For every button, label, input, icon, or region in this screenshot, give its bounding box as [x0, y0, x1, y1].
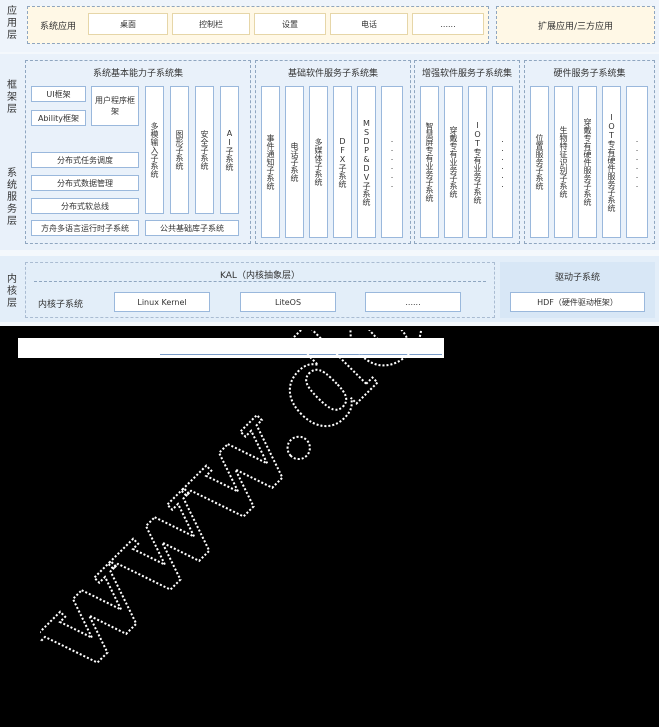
kernel-subsystem-container	[25, 262, 495, 318]
distributed-soft-bus: 分布式软总线	[31, 198, 139, 214]
kal-divider	[34, 281, 486, 282]
enhanced-software-title: 增强软件服务子系统集	[421, 69, 512, 79]
iot-business-subsystem: IOT专有业务子系统	[468, 86, 487, 238]
multimedia-subsystem: 多媒体子系统	[309, 86, 328, 238]
biometrics-subsystem: 生物特征识别子系统	[554, 86, 573, 238]
wearable-business-subsystem: 穿戴专有业务子系统	[444, 86, 463, 238]
app-phone: 电话	[330, 13, 408, 35]
basic-capability-set	[25, 60, 251, 244]
app-settings: 设置	[254, 13, 326, 35]
basic-software-more: ......	[381, 86, 403, 238]
driver-subsystem-label: 驱动子系统	[554, 273, 600, 283]
dfx-subsystem: DFX子系统	[333, 86, 352, 238]
telephony-subsystem: 电话子系统	[285, 86, 304, 238]
watermark: www.doit.a	[40, 330, 614, 703]
watermark-text: www.doit.a	[40, 330, 613, 702]
app-desktop: 桌面	[88, 13, 168, 35]
hardware-services-set	[524, 60, 655, 244]
smart-screen-subsystem: 智慧屏专有业务子系统	[420, 86, 439, 238]
wearable-hardware-subsystem: 穿戴专有硬件服务子系统	[578, 86, 597, 238]
iot-hardware-subsystem: IOT专有硬件服务子系统	[602, 86, 621, 238]
graphics-subsystem: 图形子系统	[170, 86, 189, 214]
kernel-subsystem-label: 内核子系统	[38, 300, 84, 310]
security-subsystem: 安全子系统	[195, 86, 214, 214]
framework-layer-label: 框架层	[7, 80, 17, 115]
kal-label: KAL（内核抽象层）	[220, 271, 300, 281]
ability-framework: Ability框架	[31, 110, 86, 126]
distributed-data-management: 分布式数据管理	[31, 175, 139, 191]
kernel-more: ......	[365, 292, 461, 312]
event-notification-subsystem: 事件通知子系统	[261, 86, 280, 238]
basic-software-set	[255, 60, 411, 244]
enhanced-software-set	[414, 60, 520, 244]
ui-framework: UI框架	[31, 86, 86, 102]
hardware-services-title: 硬件服务子系统集	[553, 69, 626, 79]
basic-software-title: 基础软件服务子系统集	[287, 69, 378, 79]
extension-apps-container	[496, 6, 655, 44]
extension-apps-label: 扩展应用/三方应用	[537, 22, 614, 32]
app-more: ......	[412, 13, 484, 35]
distributed-task-scheduling: 分布式任务调度	[31, 152, 139, 168]
kernel-layer-label: 内核层	[7, 274, 17, 309]
enhanced-software-more: ......	[492, 86, 513, 238]
location-service-subsystem: 位置服务子系统	[530, 86, 549, 238]
caption-bar	[18, 338, 444, 358]
basic-capability-title: 系统基本能力子系统集	[92, 69, 183, 79]
hardware-services-more: ......	[626, 86, 648, 238]
app-control-bar: 控制栏	[172, 13, 250, 35]
app-layer-label: 应用层	[7, 6, 17, 41]
ai-subsystem: AI子系统	[220, 86, 239, 214]
multimodal-input-subsystem: 多模输入子系统	[145, 86, 164, 214]
user-program-framework: 用户程序框架	[91, 86, 139, 126]
common-base-library: 公共基础库子系统	[145, 220, 239, 236]
system-apps-label: 系统应用	[40, 22, 77, 32]
liteos: LiteOS	[240, 292, 336, 312]
hdf-framework: HDF（硬件驱动框架）	[510, 292, 645, 312]
service-layer-label: 系统服务层	[7, 168, 17, 227]
linux-kernel: Linux Kernel	[114, 292, 210, 312]
msdp-dv-subsystem: MSDP&DV子系统	[357, 86, 376, 238]
caption-underline	[160, 354, 442, 355]
ark-runtime-subsystem: 方舟多语言运行时子系统	[31, 220, 139, 236]
